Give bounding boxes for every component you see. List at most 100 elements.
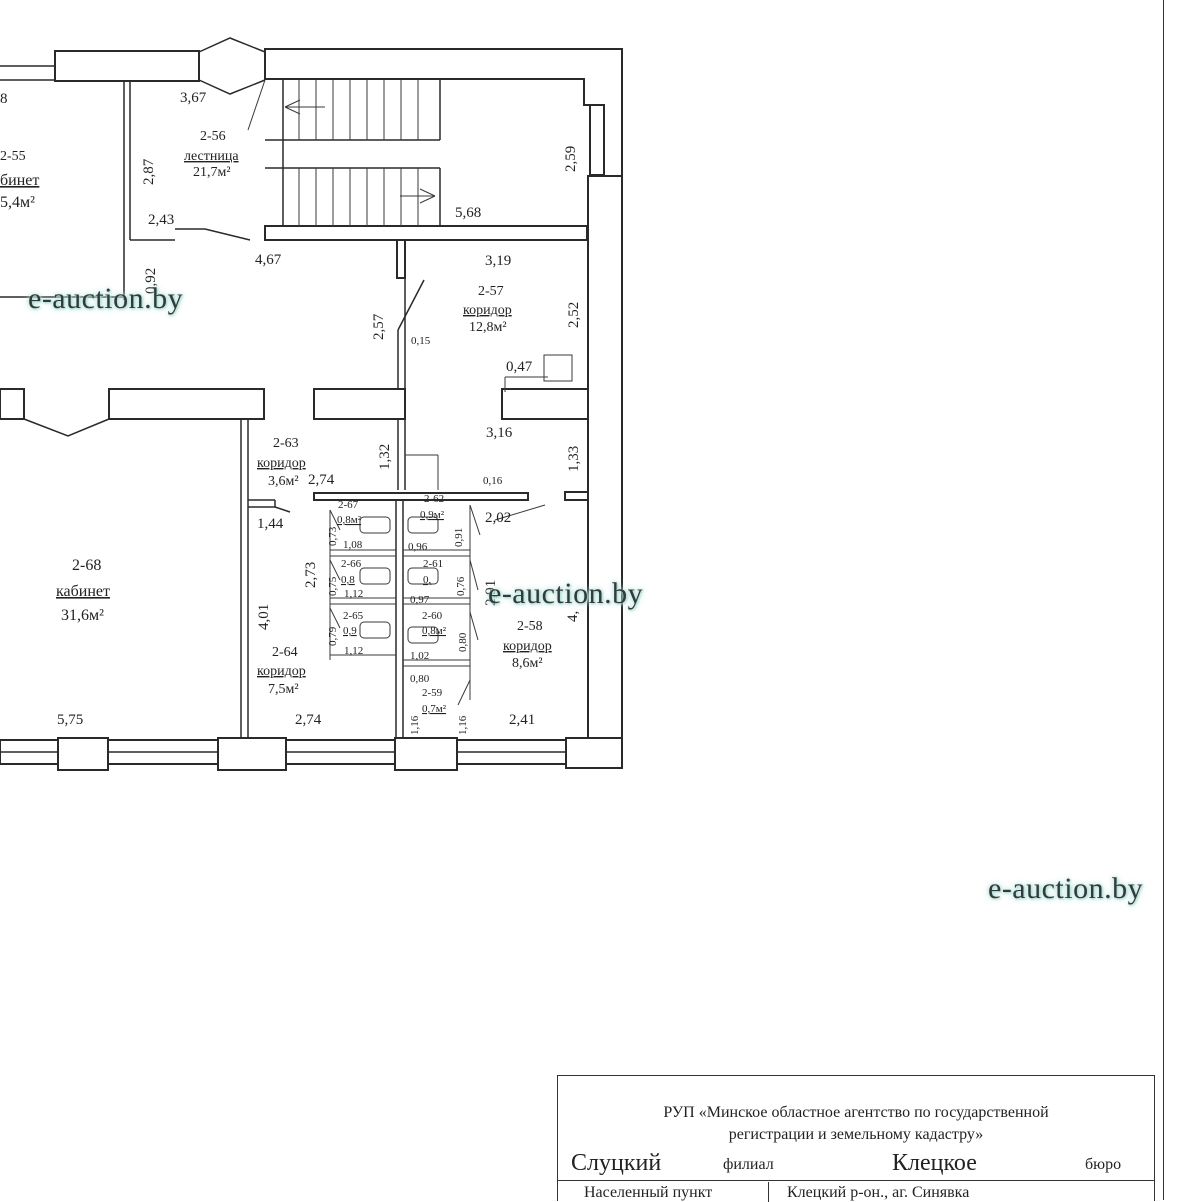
- title-block-rule: [558, 1180, 1154, 1181]
- room-code: 2-58: [517, 619, 543, 634]
- dim-label: 2,52: [566, 302, 582, 328]
- dim-label: 0,76: [455, 576, 467, 596]
- dim-label: 0,96: [408, 541, 428, 553]
- room-code: 2-57: [478, 284, 504, 299]
- dim-label: 1,12: [344, 588, 363, 600]
- room-area: 12,8м²: [469, 320, 507, 335]
- dim-label: 2,87: [141, 158, 157, 185]
- title-block-divider: [768, 1182, 769, 1202]
- watermark: e-auction.by: [488, 577, 644, 610]
- room-area: 7,5м²: [268, 682, 299, 697]
- room-code: 2-60: [422, 610, 443, 622]
- dim-label: 0,97: [410, 594, 430, 606]
- dim-label: 2,74: [308, 472, 335, 488]
- watermark: e-auction.by: [28, 282, 184, 315]
- room-name: кабинет: [56, 583, 110, 600]
- dim-label: 0,47: [506, 359, 533, 375]
- room-area: 31,6м²: [61, 607, 104, 624]
- room-name: коридор: [503, 639, 552, 654]
- dim-label: 0,16: [483, 475, 503, 487]
- dim-label: 2,41: [509, 712, 535, 728]
- room-code: 2-65: [343, 610, 364, 622]
- window-bottom-2: [217, 737, 287, 771]
- branch-name: Слуцкий: [571, 1150, 662, 1176]
- staircase: [247, 79, 441, 226]
- room-code: 2-66: [341, 558, 362, 570]
- dim-label: 0,80: [457, 632, 469, 652]
- sheet-frame-line: [1163, 0, 1164, 1200]
- dim-label: 0,92: [143, 268, 159, 294]
- room-area: 0,8: [341, 574, 355, 586]
- locality-value: Клецкий р-он., аг. Синявка: [787, 1184, 970, 1201]
- room-code: 2-62: [424, 493, 444, 505]
- dim-label: 0,91: [453, 528, 465, 547]
- dim-label: 2,74: [295, 712, 322, 728]
- wall-mid-right: [501, 388, 589, 420]
- window-right: [589, 104, 605, 176]
- dim-label: 4,01: [256, 604, 272, 630]
- dim-label: 0,75: [327, 576, 339, 596]
- wall-sanitary-small: [564, 491, 589, 501]
- room-area: 21,7м²: [193, 165, 231, 180]
- watermark: e-auction.by: [988, 872, 1144, 905]
- room-name: лестница: [184, 149, 239, 164]
- organization-line-2: регистрации и земельному кадастру»: [728, 1126, 984, 1143]
- dim-label: 3,19: [485, 253, 511, 269]
- dim-label: 2,59: [563, 146, 579, 172]
- window-bottom-4: [565, 737, 623, 769]
- room-area: 0,7м²: [422, 703, 447, 715]
- room-code: 2-68: [72, 557, 101, 574]
- dim-label: 0,73: [327, 526, 339, 546]
- bureau-name: Клецкое: [892, 1150, 977, 1176]
- room-name: бинет: [0, 172, 39, 189]
- dim-label: 0,15: [411, 335, 431, 347]
- organization-name: РУП «Минское областное агентство по госу…: [558, 1102, 1154, 1146]
- dim-label: 5,68: [455, 205, 481, 221]
- branch-label: филиал: [723, 1156, 774, 1173]
- dim-label: 4,: [565, 611, 581, 622]
- dim-label: 2,02: [485, 510, 511, 526]
- room-area: 0,8м²: [337, 514, 362, 526]
- wall-right-inner: [587, 175, 623, 767]
- bureau-label: бюро: [1085, 1156, 1122, 1173]
- wall-sanitary-top: [313, 492, 529, 501]
- toilet-icons: [359, 516, 439, 644]
- dim-label: 1,16: [457, 715, 469, 735]
- dim-label: 1,33: [566, 446, 582, 472]
- window-bottom-3: [394, 737, 458, 771]
- room-code: 2-56: [200, 129, 226, 144]
- locality-label: Населенный пункт: [584, 1184, 713, 1201]
- room-code: 2-64: [272, 645, 298, 660]
- room-area: 0,8м²: [422, 625, 447, 637]
- dim-label: 2,43: [148, 212, 174, 228]
- room-code: 2-59: [422, 687, 443, 699]
- room-labels: 2-55 бинет 5,4м² 2-56 лестница 21,7м² 2-…: [0, 129, 552, 715]
- wall-mid-center: [313, 388, 406, 420]
- dim-label: 8: [0, 91, 8, 107]
- wall-mid-left-2: [108, 388, 265, 420]
- room-area: 0,9: [343, 625, 357, 637]
- dim-label: 1,12: [344, 645, 363, 657]
- wall-stair-bottom: [264, 225, 588, 241]
- dim-label: 1,02: [410, 650, 429, 662]
- dim-label: 1,16: [409, 715, 421, 735]
- wall-top-left: [54, 50, 200, 82]
- room-area: 5,4м²: [0, 194, 35, 211]
- title-block: РУП «Минское областное агентство по госу…: [557, 1075, 1155, 1202]
- room-area: 0,: [423, 574, 432, 586]
- dim-label: 0,79: [327, 626, 339, 646]
- room-area: 0,9м²: [420, 509, 445, 521]
- dim-label: 5,75: [57, 712, 83, 728]
- room-area: 3,6м²: [268, 474, 299, 489]
- room-code: 2-55: [0, 149, 26, 164]
- dim-label: 3,67: [180, 90, 207, 106]
- room-name: коридор: [257, 456, 306, 471]
- dimension-labels: 8 3,67 2,87 2,43 2,59 5,68 0,92 4,67 3,1…: [0, 90, 582, 735]
- room-code: 2-63: [273, 436, 299, 451]
- room-area: 8,6м²: [512, 656, 543, 671]
- sink-icon: [543, 354, 573, 382]
- dim-label: 3,16: [486, 425, 513, 441]
- room-name: коридор: [463, 303, 512, 318]
- dim-label: 1,44: [257, 516, 284, 532]
